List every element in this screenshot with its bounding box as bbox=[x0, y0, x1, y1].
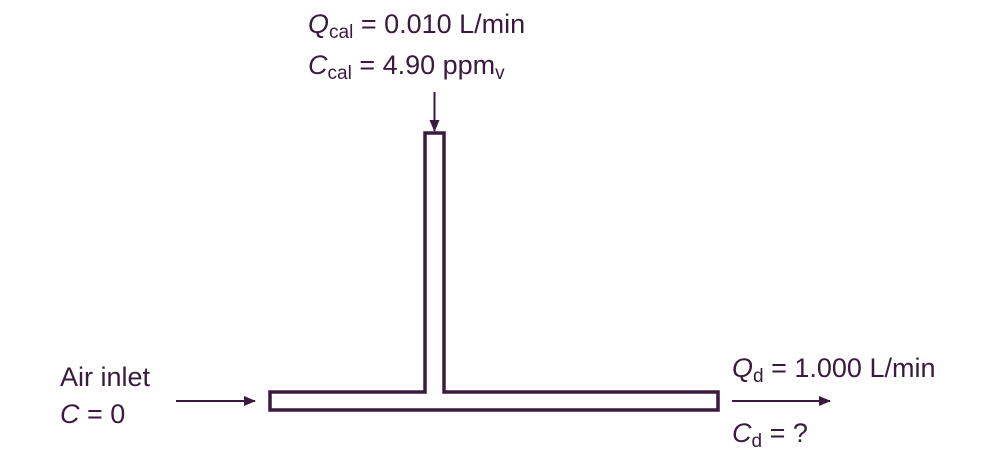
air-inlet-text: Air inlet bbox=[60, 362, 151, 392]
outlet-q-value: = 1.000 L/min bbox=[771, 353, 936, 383]
outlet-flow-label: Qd = 1.000 L/min bbox=[732, 352, 936, 387]
calibration-flow-label: Qcal = 0.010 L/min bbox=[308, 8, 526, 43]
outlet-q-symbol: Q bbox=[732, 353, 754, 383]
outlet-c-symbol: C bbox=[732, 418, 752, 448]
air-inlet-concentration-label: C = 0 bbox=[60, 398, 125, 430]
air-inlet-title: Air inlet bbox=[60, 361, 150, 393]
calibration-concentration-label: Ccal = 4.90 ppmv bbox=[308, 49, 505, 84]
c-symbol: C bbox=[308, 50, 328, 80]
outlet-q-subscript: d bbox=[753, 366, 764, 387]
outlet-concentration-label: Cd = ? bbox=[732, 417, 808, 452]
inlet-c-value: = 0 bbox=[87, 399, 126, 429]
outlet-c-value: = ? bbox=[769, 418, 808, 448]
q-value: = 0.010 L/min bbox=[360, 9, 526, 39]
c-value-subscript: v bbox=[495, 63, 505, 84]
tee-pipe bbox=[268, 131, 720, 412]
inlet-c-symbol: C bbox=[60, 399, 80, 429]
q-subscript: cal bbox=[329, 22, 354, 43]
c-value: = 4.90 ppm bbox=[359, 50, 496, 80]
c-subscript: cal bbox=[327, 63, 352, 84]
q-symbol: Q bbox=[308, 9, 330, 39]
outlet-c-subscript: d bbox=[751, 431, 763, 452]
